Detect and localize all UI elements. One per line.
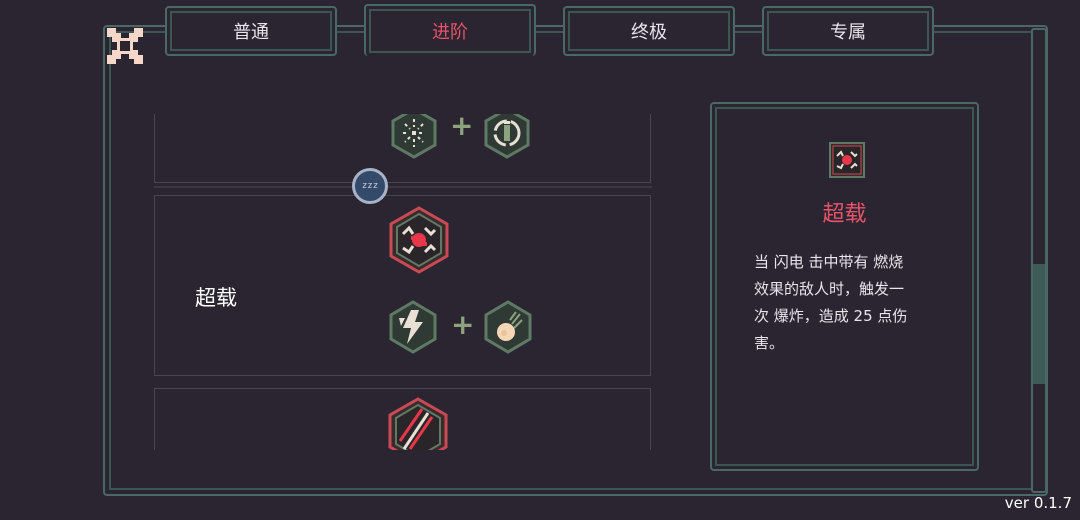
- upgrade-card-overload[interactable]: 超载 +: [154, 195, 651, 376]
- upgrade-detail-description: 当 闪电 击中带有 燃烧 效果的敌人时，触发一 次 爆炸，造成 25 点伤 害。: [754, 253, 908, 352]
- tree-connector-line: [154, 186, 652, 188]
- fireball-icon: [484, 300, 532, 354]
- tab-exclusive[interactable]: 专属: [762, 6, 934, 56]
- tab-ultimate[interactable]: 终极: [563, 6, 735, 56]
- close-button[interactable]: [107, 28, 143, 64]
- scrollbar-track[interactable]: [1031, 28, 1047, 493]
- laser-strike-icon: [388, 397, 448, 450]
- tab-normal[interactable]: 普通: [165, 6, 337, 56]
- upgrade-detail-title: 超载: [822, 202, 867, 227]
- upgrade-card[interactable]: +: [154, 114, 651, 183]
- plus-sign: +: [451, 308, 475, 341]
- locked-node-label: zzz: [361, 181, 379, 191]
- upgrade-card-title: 超载: [195, 286, 237, 310]
- scrollbar-thumb[interactable]: [1033, 264, 1045, 384]
- locked-node[interactable]: zzz: [352, 168, 388, 204]
- upgrade-list[interactable]: + 超载 +: [154, 114, 652, 450]
- tab-advanced[interactable]: 进阶: [364, 4, 536, 56]
- close-icon: [107, 28, 143, 64]
- upgrade-detail-panel: 超载 当 闪电 击中带有 燃烧 效果的敌人时，触发一 次 爆炸，造成 25 点伤…: [710, 102, 979, 471]
- scatter-burst-icon: [391, 114, 437, 159]
- overload-icon: [389, 206, 449, 274]
- upgrade-card[interactable]: [154, 388, 651, 450]
- plus-sign: +: [450, 114, 474, 142]
- version-label: ver 0.1.7: [1004, 494, 1072, 512]
- overload-icon: [829, 142, 865, 178]
- lightning-icon: [389, 300, 437, 354]
- refresh-icon: [484, 114, 530, 159]
